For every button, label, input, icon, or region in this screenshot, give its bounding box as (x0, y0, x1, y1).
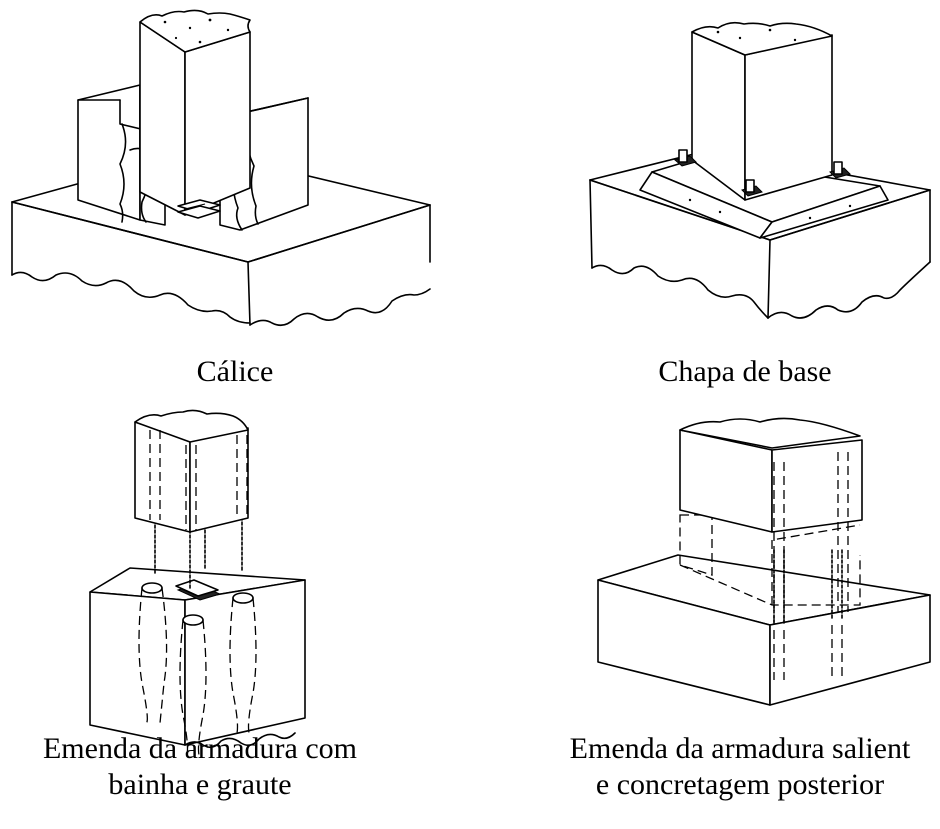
bainha-leveling-pad (175, 579, 222, 601)
chapa-column (691, 21, 833, 201)
bainha-sleeves (138, 582, 257, 756)
chapa-de-base-caption: Chapa de base (658, 355, 832, 388)
chapa-anchor-bolts (673, 149, 851, 197)
emenda-bainha-caption-line1: Emenda da armadura com (42, 732, 358, 765)
emenda-bainha-drawing (89, 409, 306, 756)
salient-column (679, 417, 863, 533)
panel-emenda-bainha: Emenda da armadura com bainha e graute (0, 400, 470, 829)
salient-projecting-bars (773, 452, 849, 680)
bainha-foundation-block (89, 567, 306, 749)
calice-leveling-pad (177, 199, 221, 219)
bainha-column (134, 409, 249, 533)
calice-caption: Cálice (196, 355, 274, 388)
salient-foundation-block (597, 554, 931, 706)
emenda-salient-caption-line2: e concretagem posterior (595, 768, 885, 801)
panel-emenda-salient: Emenda da armadura salient e concretagem… (470, 400, 940, 829)
panel-chapa-de-base: Chapa de base (470, 0, 940, 400)
calice-drawing (11, 9, 431, 327)
panel-calice: Cálice (0, 0, 470, 400)
emenda-salient-caption-line1: Emenda da armadura salient (569, 732, 911, 765)
chapa-de-base-drawing (589, 21, 931, 319)
emenda-bainha-caption-line2: bainha e graute (108, 768, 292, 801)
emenda-salient-drawing (597, 417, 931, 706)
calice-column (139, 9, 251, 216)
